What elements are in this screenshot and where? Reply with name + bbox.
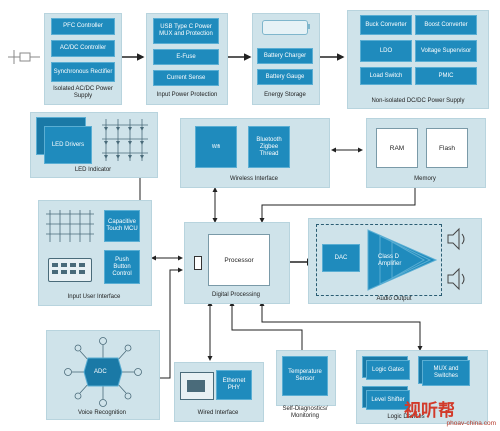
voice-recognition-caption: Voice Recognition [77,410,127,416]
input-power-caption: Input Power Protection [156,92,218,98]
temperature-sensor-block: Temperature Sensor [282,356,328,396]
crystal-icon [194,256,202,270]
flash-block: Flash [426,128,468,168]
audio-dashed-group [316,224,442,296]
voltage-supervisor-block: Voltage Supervisor [415,40,477,62]
ldo-block: LDO [360,40,412,62]
buck-converter-block: Buck Converter [360,15,412,35]
bluetooth-block: Bluetooth Zigbee Thread [248,126,290,168]
led-drivers-block: LED Drivers [44,126,92,164]
isolated-acdc-caption: Isolated AC/DC Power Supply [53,86,113,99]
acdc-controller-block: AC/DC Controller [51,40,115,57]
dac-block: DAC [322,244,360,272]
logic-gates-block: Logic Gates [366,360,410,380]
pfc-controller-block: PFC Controller [51,18,115,35]
load-switch-block: Load Switch [360,67,412,85]
watermark-url: phoav-china.com [446,420,497,427]
touch-grid-icon [46,210,94,242]
speaker-icon-bottom [447,267,465,291]
audio-output-caption: Audio Output [376,296,412,302]
wifi-block: Wifi [195,126,237,168]
usb-type-c-block: USB Type C Power MUX and Protection [153,18,219,44]
capacitive-touch-block: Capacitive Touch MCU [104,210,140,242]
adc-label: ADC [94,369,107,375]
wireless-caption: Wireless Interface [229,176,278,182]
current-sense-block: Current Sense [153,70,219,86]
watermark-logo: 视听帮 [404,396,496,421]
logic-devices-caption: Logic Devices [387,414,425,420]
battery-icon [262,20,308,35]
processor-block: Processor [208,234,270,286]
power-plug-icon [8,50,40,64]
ethernet-port-slot [187,380,205,392]
digital-processing-caption: Digital Processing [211,292,261,298]
pmic-block: PMIC [415,67,477,85]
level-shifter-block: Level Shifter [366,390,410,410]
e-fuse-block: E-Fuse [153,49,219,65]
class-d-amplifier-label: Class D Amplifier [378,254,402,267]
synchronous-rectifier-block: Synchronous Rectifier [51,62,115,82]
wired-interface-caption: Wired Interface [197,410,239,416]
ethernet-phy-block: Ethernet PHY [216,370,252,400]
keypad-keys [52,263,85,274]
amplifier-triangle [367,229,438,291]
energy-storage-caption: Energy Storage [264,92,306,98]
battery-gauge-block: Battery Gauge [257,69,313,85]
battery-terminal [307,24,310,29]
mic-array-icon [64,337,142,407]
battery-charger-block: Battery Charger [257,48,313,64]
boost-converter-block: Boost Converter [415,15,477,35]
self-diagnostics-caption: Self-Diagnostics/ Monitoring [282,406,328,419]
memory-caption: Memory [414,176,436,182]
mux-switches-block: MUX and Switches [422,360,470,386]
led-indicator-caption: LED Indicator [74,167,112,173]
push-button-block: Push Button Control [104,250,140,284]
ram-block: RAM [376,128,418,168]
speaker-icon-top [447,227,465,251]
led-matrix-icon [102,119,148,161]
input-ui-caption: Input User Interface [67,294,121,300]
watermark-text: 视听帮 [404,401,455,421]
nonisolated-dcdc-caption: Non-isolated DC/DC Power Supply [371,98,465,104]
